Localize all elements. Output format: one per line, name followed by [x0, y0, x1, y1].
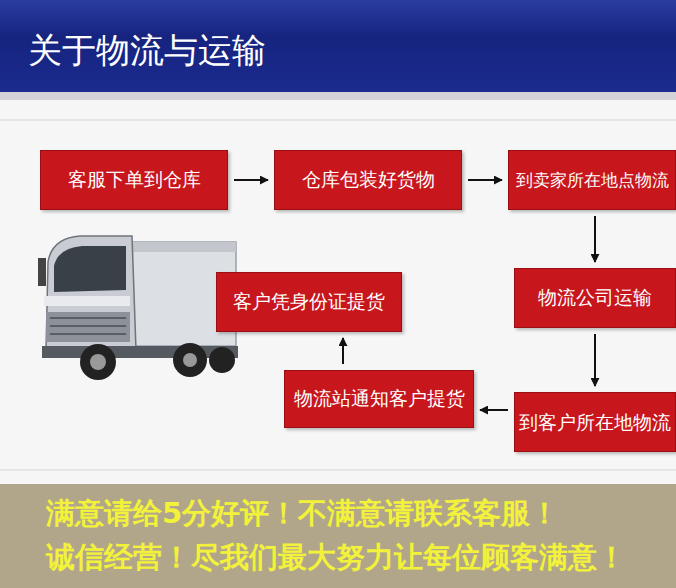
slogan-text: 诚信经营！尽我们最大努力让每位顾客满意！ — [46, 538, 626, 578]
flow-arrow — [468, 179, 502, 181]
box-label: 到卖家所在地点物流 — [516, 169, 669, 192]
flow-arrow — [234, 179, 268, 181]
process-box: 物流站通知客户提货 — [284, 370, 474, 428]
process-box: 客户凭身份证提货 — [216, 272, 402, 332]
process-box: 仓库包装好货物 — [274, 150, 462, 210]
process-box: 到客户所在地物流 — [514, 392, 676, 452]
flow-arrow — [594, 216, 596, 262]
box-label: 物流站通知客户提货 — [294, 386, 465, 412]
process-box: 物流公司运输 — [514, 268, 676, 328]
flow-arrow — [342, 338, 344, 364]
diagram-title: 关于物流与运输 — [28, 28, 266, 74]
box-label: 物流公司运输 — [538, 285, 652, 311]
footer-band: 满意请给5分好评！不满意请联系客服！诚信经营！尽我们最大努力让每位顾客满意！ — [0, 484, 676, 588]
box-label: 客户凭身份证提货 — [233, 289, 385, 315]
box-label: 客服下单到仓库 — [68, 167, 201, 193]
flow-arrow — [480, 409, 508, 411]
process-box: 到卖家所在地点物流 — [508, 150, 676, 210]
box-label: 到客户所在地物流 — [519, 410, 671, 435]
process-box: 客服下单到仓库 — [40, 150, 228, 210]
box-label: 仓库包装好货物 — [302, 167, 435, 193]
flow-arrow — [594, 334, 596, 386]
slogan-text: 满意请给5分好评！不满意请联系客服！ — [46, 494, 559, 534]
